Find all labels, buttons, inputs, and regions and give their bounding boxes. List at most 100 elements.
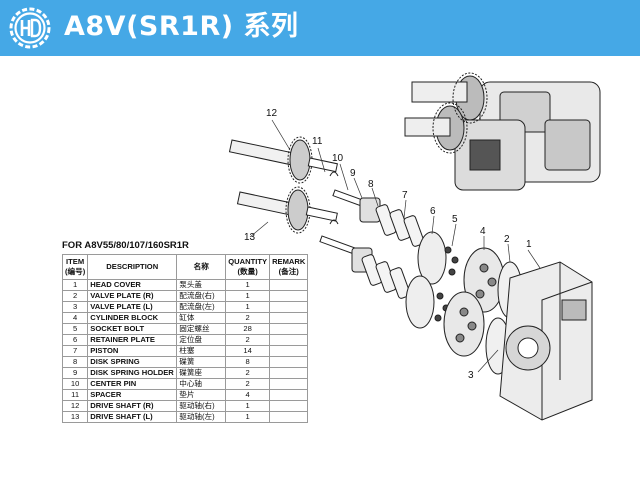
cell-item: 12 (61, 400, 89, 412)
cell-quantity: 1 (225, 301, 271, 313)
parts-list-title: FOR A8V55/80/107/160SR1R (62, 240, 189, 251)
cell-remark (269, 400, 309, 412)
cell-quantity: 14 (225, 345, 271, 357)
cell-description: DISK SPRING HOLDER (87, 367, 178, 379)
callout-2: 2 (504, 234, 510, 245)
cell-item: 9 (61, 367, 89, 379)
column-header-name-cn: 名称 (176, 254, 227, 280)
drive-shaft-13 (236, 186, 338, 234)
cell-name-cn: 中心轴 (176, 378, 227, 390)
column-header-quantity: QUANTITY (数量) (225, 254, 271, 280)
cell-name-cn: 定位盘 (176, 334, 227, 346)
cell-item: 3 (61, 301, 89, 313)
cell-name-cn: 缸体 (176, 312, 227, 324)
column-header-remark: REMARK (备注) (269, 254, 309, 280)
cell-remark (269, 411, 309, 423)
callout-11: 11 (312, 136, 323, 147)
cell-description: VALVE PLATE (L) (87, 301, 178, 313)
cell-item: 4 (61, 312, 89, 324)
callout-10: 10 (332, 153, 344, 164)
cell-name-cn: 配流盘(左) (176, 301, 227, 313)
cell-name-cn: 碟簧座 (176, 367, 227, 379)
cell-remark (269, 279, 309, 291)
cell-name-cn: 驱动轴(左) (176, 411, 227, 423)
parts-list-table: ITEM (编号) DESCRIPTION 名称 QUANTITY (数量) R… (61, 254, 309, 423)
cell-quantity: 1 (225, 290, 271, 302)
cell-name-cn: 配流盘(右) (176, 290, 227, 302)
cell-name-cn: 驱动轴(右) (176, 400, 227, 412)
column-header-description: DESCRIPTION (87, 254, 178, 280)
cell-description: VALVE PLATE (R) (87, 290, 178, 302)
callout-6: 6 (430, 206, 436, 217)
cell-name-cn: 柱塞 (176, 345, 227, 357)
cell-item: 11 (61, 389, 89, 401)
cell-item: 5 (61, 323, 89, 335)
cell-name-cn: 碟簧 (176, 356, 227, 368)
callout-13: 13 (244, 232, 256, 243)
cell-remark (269, 290, 309, 302)
hd-logo-icon (9, 7, 51, 49)
assembled-pump-illustration (404, 72, 601, 191)
cell-remark (269, 312, 309, 324)
cell-quantity: 1 (225, 279, 271, 291)
cell-item: 1 (61, 279, 89, 291)
cell-description: SPACER (87, 389, 178, 401)
cell-item: 13 (61, 411, 89, 423)
pistons (361, 204, 425, 299)
cell-item: 10 (61, 378, 89, 390)
cell-description: DRIVE SHAFT (R) (87, 400, 178, 412)
callout-4: 4 (480, 226, 486, 237)
cell-description: SOCKET BOLT (87, 323, 178, 335)
callout-3: 3 (468, 370, 474, 381)
cell-quantity: 2 (225, 378, 271, 390)
cell-item: 8 (61, 356, 89, 368)
cell-remark (269, 334, 309, 346)
column-header-item: ITEM (编号) (61, 254, 89, 280)
cell-description: CYLINDER BLOCK (87, 312, 178, 324)
cell-name-cn: 垫片 (176, 389, 227, 401)
cell-remark (269, 345, 309, 357)
cell-name-cn: 固定螺丝 (176, 323, 227, 335)
cell-quantity: 2 (225, 334, 271, 346)
cell-remark (269, 356, 309, 368)
cell-remark (269, 378, 309, 390)
cell-quantity: 1 (225, 411, 271, 423)
cell-quantity: 8 (225, 356, 271, 368)
callout-5: 5 (452, 214, 458, 225)
exploded-pump-drawing (228, 72, 601, 421)
callout-1: 1 (526, 239, 532, 250)
callout-9: 9 (350, 168, 356, 179)
cell-remark (269, 323, 309, 335)
table-header-row: ITEM (编号) DESCRIPTION 名称 QUANTITY (数量) R… (61, 254, 309, 280)
cell-quantity: 2 (225, 367, 271, 379)
cell-item: 6 (61, 334, 89, 346)
cell-name-cn: 泵头盖 (176, 279, 227, 291)
cell-description: DISK SPRING (87, 356, 178, 368)
header-bar: A8V(SR1R) 系列 (0, 0, 640, 56)
callout-7: 7 (402, 190, 408, 201)
cell-item: 2 (61, 290, 89, 302)
cell-item: 7 (61, 345, 89, 357)
cell-description: DRIVE SHAFT (L) (87, 411, 178, 423)
callout-8: 8 (368, 179, 374, 190)
cell-quantity: 2 (225, 312, 271, 324)
cell-remark (269, 301, 309, 313)
cell-remark (269, 389, 309, 401)
cell-description: CENTER PIN (87, 378, 178, 390)
cell-description: RETAINER PLATE (87, 334, 178, 346)
cell-description: HEAD COVER (87, 279, 178, 291)
cell-quantity: 1 (225, 400, 271, 412)
